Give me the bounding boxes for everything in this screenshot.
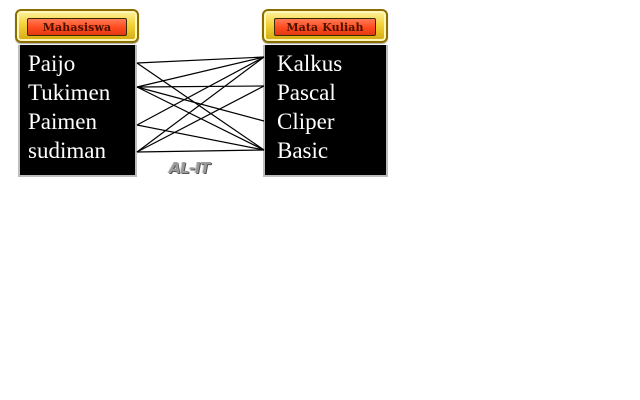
relation-line <box>136 56 265 126</box>
relation-line <box>136 85 265 153</box>
course-item: Cliper <box>277 109 335 134</box>
course-item: Kalkus <box>277 51 343 76</box>
relation-line <box>136 62 265 151</box>
watermark-logo: AL-IT <box>169 159 210 177</box>
student-item: Tukimen <box>28 80 111 105</box>
header-mata-kuliah: Mata Kuliah <box>262 9 388 43</box>
relation-line <box>136 124 265 151</box>
mahasiswa-set: Paijo Tukimen Paimen sudiman <box>18 45 137 177</box>
relation-line <box>136 56 265 153</box>
relation-line <box>136 56 265 64</box>
mata-kuliah-list: Kalkus Pascal Cliper Basic <box>277 49 342 165</box>
student-item: Paijo <box>28 51 76 76</box>
header-mata-kuliah-label: Mata Kuliah <box>274 18 376 36</box>
student-item: sudiman <box>28 138 106 163</box>
relation-line <box>136 85 265 88</box>
course-item: Pascal <box>277 80 336 105</box>
mata-kuliah-set: Kalkus Pascal Cliper Basic <box>263 45 388 177</box>
course-item: Basic <box>277 138 329 163</box>
student-item: Paimen <box>28 109 97 134</box>
relation-line <box>136 149 265 153</box>
header-mahasiswa: Mahasiswa <box>15 9 139 43</box>
relation-line <box>136 86 265 122</box>
relation-line <box>136 56 265 88</box>
mahasiswa-list: Paijo Tukimen Paimen sudiman <box>28 49 110 165</box>
header-mahasiswa-label: Mahasiswa <box>27 18 127 36</box>
relation-line <box>136 86 265 151</box>
